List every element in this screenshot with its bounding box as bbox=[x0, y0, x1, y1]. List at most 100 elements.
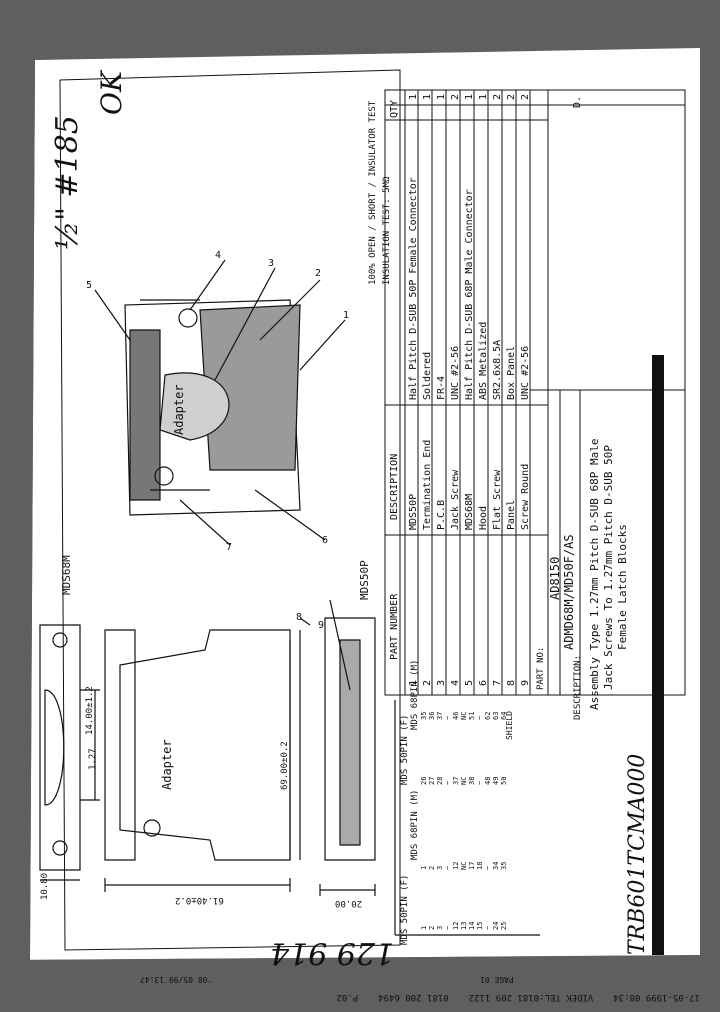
dim-pitch: 1.27 bbox=[88, 748, 98, 770]
bom-cell-qty: 1 bbox=[464, 93, 475, 100]
pin-cell: 38 bbox=[468, 776, 476, 785]
bom-cell-desc: Soldered bbox=[422, 351, 433, 400]
pin-cell: ~ bbox=[484, 925, 492, 930]
bom-cell-part: MDS50P bbox=[408, 493, 419, 530]
pin-cell: NC bbox=[460, 776, 468, 785]
fax-sender: VIDEK TEL:0181 209 1122 bbox=[468, 992, 594, 1002]
bom-cell-part: Screw Round bbox=[520, 463, 531, 530]
bom-cell-part: P.C.B bbox=[436, 499, 447, 530]
handwritten-number: 129 914 bbox=[270, 935, 395, 970]
pin-cell: 24 bbox=[492, 921, 500, 930]
bom-cell-no: 2 bbox=[422, 679, 433, 686]
adapter-label-bottom: Adapter bbox=[160, 739, 174, 790]
fax-stamp-2: '08 05/99 13:47 bbox=[140, 975, 213, 984]
pin-cell: ~ bbox=[444, 780, 452, 785]
dim-w2: 61.40±0.2 bbox=[175, 895, 224, 905]
bom-header-desc: DESCRIPTION bbox=[389, 453, 400, 520]
bom-cell-desc: FR-4 bbox=[436, 375, 447, 400]
pin-cell: ~ bbox=[484, 865, 492, 870]
pin-cell: 1 bbox=[420, 925, 428, 930]
bom-cell-no: 8 bbox=[506, 679, 517, 686]
adapter-label-top: Adapter bbox=[172, 384, 186, 435]
pin-cell: 36 bbox=[428, 711, 436, 720]
bom-cell-qty: 2 bbox=[520, 93, 531, 100]
bom-cell-desc: Half Pitch D-SUB 68P Male Connector bbox=[464, 189, 475, 400]
bom-cell-part: Jack Screw bbox=[450, 469, 461, 530]
description-line-2: Jack Screws To 1.27mm Pitch D-SUB 50P bbox=[602, 444, 615, 690]
pin-header-2: MDS 68PIN (M) bbox=[410, 789, 420, 860]
test-note-2: INSULATION TEST: 5MΩ bbox=[382, 176, 392, 285]
fax-header: 17-05-1999 08:34 VIDEK TEL:0181 209 1122… bbox=[20, 988, 700, 1002]
pin-cell: 2 bbox=[428, 925, 436, 930]
part-no-value-1: AD8150 bbox=[548, 556, 562, 600]
adapter-top-body bbox=[124, 299, 301, 516]
pin-cell: 3 bbox=[436, 925, 444, 930]
bom-cell-no: 1 bbox=[408, 679, 419, 686]
bom-cell-desc: ABS Metalized bbox=[478, 321, 489, 400]
handwritten-ok: OK bbox=[95, 71, 128, 115]
callout-1: 1 bbox=[343, 310, 350, 321]
bom-cell-desc: UNC #2-56 bbox=[450, 345, 461, 400]
pin-cell: 15 bbox=[476, 921, 484, 930]
pin-cell: 51 bbox=[468, 711, 476, 720]
bom-cell-desc: Half Pitch D-SUB 50P Female Connector bbox=[408, 177, 419, 400]
fax-stamp: PAGE 01 bbox=[480, 975, 514, 984]
dim-h2: 69.00±0.2 bbox=[280, 741, 290, 790]
description-label: DESCRIPTION: bbox=[573, 654, 583, 720]
bom-cell-qty: 1 bbox=[478, 93, 489, 100]
pin-header-1: MDS 50PIN (F) bbox=[400, 874, 410, 945]
callout-7: 7 bbox=[226, 542, 233, 553]
pin-cell: 13 bbox=[460, 921, 468, 930]
bom-cell-qty: 2 bbox=[450, 93, 461, 100]
pin-cell: 46 bbox=[452, 711, 460, 720]
part-no-value-2: ADMD68M/MD50F/AS bbox=[562, 534, 576, 650]
pin-cell: 48 bbox=[484, 776, 492, 785]
bom-cell-part: MDS68M bbox=[464, 493, 475, 530]
label-mds68m: MDS68M bbox=[60, 555, 73, 595]
callout-8: 8 bbox=[296, 612, 303, 623]
test-note-1: 100% OPEN / SHORT / INSULATOR TEST bbox=[368, 100, 378, 285]
pin-cell: 34 bbox=[492, 861, 500, 870]
handwritten-note: ½" #185 bbox=[50, 115, 85, 250]
dim-h3: 20.00 bbox=[335, 898, 363, 908]
bom-cell-part: Panel bbox=[506, 499, 517, 530]
pin-header-4: MDS 68PIN (M) bbox=[410, 659, 420, 730]
pin-cell: 50 bbox=[500, 776, 508, 785]
pin-cell: 2 bbox=[428, 865, 436, 870]
part-no-label: PART NO: bbox=[536, 646, 546, 690]
bom-header-part: PART NUMBER bbox=[389, 593, 400, 660]
callout-6: 6 bbox=[322, 535, 329, 546]
bom-cell-no: 4 bbox=[450, 679, 461, 686]
pin-cell: 35 bbox=[500, 861, 508, 870]
pin-cell: 49 bbox=[492, 776, 500, 785]
pin-cell: 62 bbox=[484, 711, 492, 720]
corner-label: D. bbox=[572, 95, 583, 108]
bom-cell-desc: UNC #2-56 bbox=[520, 345, 531, 400]
bom-header-qty: QTY bbox=[389, 99, 400, 118]
bom-cell-qty: 2 bbox=[506, 93, 517, 100]
label-mds50p: MDS50P bbox=[358, 560, 371, 600]
bom-cell-qty: 1 bbox=[436, 93, 447, 100]
dim-h1: 10.80 bbox=[40, 872, 50, 900]
pin-cell: 17 bbox=[468, 861, 476, 870]
bom-cell-no: 3 bbox=[436, 679, 447, 686]
pin-cell: 12 bbox=[452, 861, 460, 870]
fax-date: 17-05-1999 08:34 bbox=[613, 992, 700, 1002]
bom-cell-qty: 1 bbox=[422, 93, 433, 100]
bom-cell-qty: 2 bbox=[492, 93, 503, 100]
bom-cell-part: Hood bbox=[478, 505, 489, 530]
callout-9: 9 bbox=[318, 620, 325, 631]
callout-4: 4 bbox=[215, 250, 222, 261]
callout-2: 2 bbox=[315, 268, 322, 279]
pin-cell: ~ bbox=[444, 925, 452, 930]
pin-cell: 37 bbox=[436, 711, 444, 720]
handwritten-part-code: TRB601TCMA000 bbox=[625, 753, 650, 955]
pin-cell: 27 bbox=[428, 776, 436, 785]
pin-cell: 64 bbox=[500, 711, 508, 720]
pin-cell: 25 bbox=[500, 921, 508, 930]
pin-cell: 26 bbox=[420, 776, 428, 785]
pin-cell: 37 bbox=[452, 776, 460, 785]
